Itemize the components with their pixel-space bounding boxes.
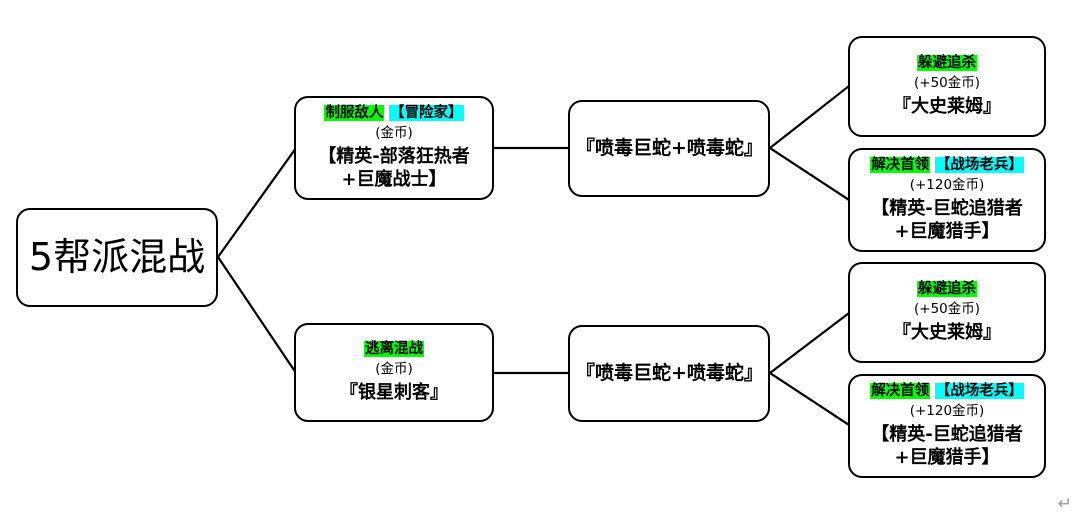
node-leaf-top-2-header-green: 解决首领 [870, 157, 931, 174]
node-root-label: 5帮派混战 [28, 235, 206, 280]
node-branch-top-header-green: 制服敌人 [324, 105, 385, 122]
node-leaf-bottom-2-body: 【精英-巨蛇追猎者+巨魔猎手】 [871, 424, 1023, 469]
node-leaf-bottom-2-header-green: 解决首领 [870, 383, 931, 400]
node-leaf-bottom-1-header: 躲避追杀 [850, 280, 1044, 299]
node-branch-top-body: 【精英-部落狂热者+巨魔战士】 [318, 146, 470, 191]
node-leaf-bottom-1[interactable]: 躲避追杀 (+50金币) 『大史莱姆』 [848, 262, 1046, 363]
node-leaf-top-2-header-cyan: 【战场老兵】 [934, 157, 1024, 174]
edge-mid-top-to-leaf-1 [768, 84, 851, 150]
node-leaf-bottom-2-cost: (+120金币) [909, 402, 985, 419]
node-leaf-top-1-header: 躲避追杀 [850, 54, 1044, 73]
node-leaf-bottom-1-body: 『大史莱姆』 [893, 322, 1001, 344]
node-leaf-bottom-2-header-cyan: 【战场老兵】 [934, 383, 1024, 400]
node-leaf-top-1-cost: (+50金币) [913, 74, 981, 91]
edge-mid-bottom-to-leaf-1 [768, 311, 851, 375]
node-branch-bottom-body: 『银星刺客』 [340, 382, 448, 404]
edge-root-to-branch-top [216, 146, 298, 259]
node-branch-bottom-header-green: 逃离混战 [364, 341, 424, 358]
node-leaf-top-2-body: 【精英-巨蛇追猎者+巨魔猎手】 [871, 198, 1023, 243]
node-root[interactable]: 5帮派混战 [16, 208, 218, 307]
edge-mid-top-to-leaf-2 [768, 146, 851, 202]
node-leaf-top-1[interactable]: 躲避追杀 (+50金币) 『大史莱姆』 [848, 36, 1046, 137]
node-mid-top-body: 『喷毒巨蛇+喷毒蛇』 [576, 137, 763, 160]
edge-root-to-branch-bottom [216, 255, 298, 375]
node-leaf-top-1-header-green: 躲避追杀 [917, 55, 977, 72]
node-branch-bottom-header: 逃离混战 [296, 340, 492, 359]
node-mid-bottom-body: 『喷毒巨蛇+喷毒蛇』 [576, 362, 763, 385]
node-leaf-top-2-cost: (+120金币) [909, 176, 985, 193]
node-leaf-top-2-header: 解决首领 【战场老兵】 [850, 156, 1044, 175]
node-branch-top-cost: (金币) [375, 124, 413, 141]
node-branch-bottom[interactable]: 逃离混战 (金币) 『银星刺客』 [294, 323, 494, 422]
node-mid-bottom[interactable]: 『喷毒巨蛇+喷毒蛇』 [568, 325, 770, 422]
node-leaf-top-1-body: 『大史莱姆』 [893, 96, 1001, 118]
node-leaf-bottom-2-header: 解决首领 【战场老兵】 [850, 382, 1044, 401]
node-branch-top-header: 制服敌人 【冒险家】 [296, 104, 492, 123]
node-leaf-bottom-1-cost: (+50金币) [913, 300, 981, 317]
node-branch-top-header-cyan: 【冒险家】 [389, 105, 464, 122]
node-branch-bottom-cost: (金币) [375, 360, 413, 377]
node-leaf-top-2[interactable]: 解决首领 【战场老兵】 (+120金币) 【精英-巨蛇追猎者+巨魔猎手】 [848, 148, 1046, 252]
node-leaf-bottom-2[interactable]: 解决首领 【战场老兵】 (+120金币) 【精英-巨蛇追猎者+巨魔猎手】 [848, 374, 1046, 478]
node-leaf-bottom-1-header-green: 躲避追杀 [917, 281, 977, 298]
paragraph-mark-icon: ↵ [1057, 494, 1072, 514]
node-mid-top[interactable]: 『喷毒巨蛇+喷毒蛇』 [568, 100, 770, 197]
edge-mid-bottom-to-leaf-2 [768, 371, 851, 427]
node-branch-top[interactable]: 制服敌人 【冒险家】 (金币) 【精英-部落狂热者+巨魔战士】 [294, 96, 494, 200]
